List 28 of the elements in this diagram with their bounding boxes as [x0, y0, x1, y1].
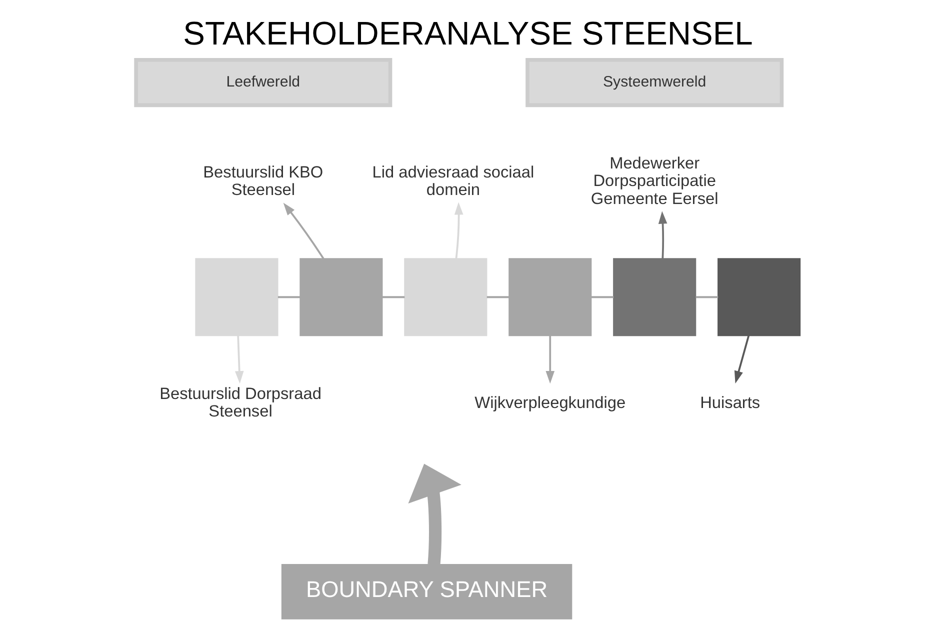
- diagram-title: STAKEHOLDERANALYSE STEENSEL: [183, 14, 753, 52]
- arrow: [234, 336, 244, 384]
- node-box: [718, 258, 801, 336]
- connector: [591, 296, 614, 298]
- arrow: [408, 464, 462, 565]
- connector: [486, 296, 510, 298]
- arrow: [454, 202, 464, 259]
- connector: [696, 296, 718, 298]
- node-box: Systeemwereld: [526, 58, 784, 108]
- node-box: Leefwereld: [134, 58, 392, 108]
- connector: [382, 296, 405, 298]
- node-box: [195, 258, 278, 336]
- arrow: [546, 336, 555, 384]
- node-text: Lid adviesraad sociaal domein: [372, 163, 534, 200]
- connector: [278, 296, 300, 298]
- node-box: [300, 258, 383, 336]
- node-text: Bestuurslid Dorpsraad Steensel: [160, 384, 322, 421]
- node-text: Medewerker Dorpsparticipatie Gemeente Eersel: [590, 154, 718, 208]
- node-text: Wijkverpleegkundige: [474, 394, 626, 412]
- node-text: Bestuurslid KBO Steensel: [203, 163, 324, 200]
- node-text: Huisarts: [700, 394, 760, 412]
- node-box: BOUNDARY SPANNER: [281, 564, 572, 620]
- arrow: [734, 336, 750, 384]
- node-box: [404, 258, 488, 336]
- arrow: [658, 211, 668, 259]
- node-box: [508, 258, 592, 336]
- node-box: [613, 258, 696, 336]
- arrow: [283, 202, 324, 260]
